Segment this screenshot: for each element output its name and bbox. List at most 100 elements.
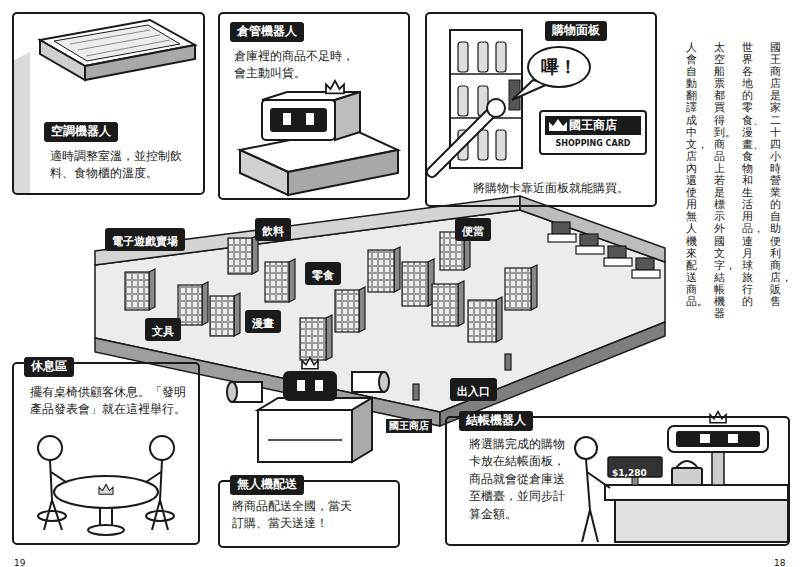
store-shelf-drawing [335, 290, 359, 332]
delivery-robot-drawing [268, 439, 342, 441]
panel-heading: 無人機配送 [230, 475, 304, 495]
label-holder: $1,280 [612, 461, 647, 480]
area-name: 電子遊戲賣場 [112, 235, 178, 249]
panel-heading: 購物面板 [545, 21, 607, 41]
text-holder: 無人機配送 [230, 473, 304, 495]
callout-panel: 無人機配送將商品配送全國，當天訂購、當天送達！ [218, 480, 400, 548]
area-name: 飲料 [262, 225, 284, 239]
delivery-robot-drawing [297, 380, 305, 391]
store-shelf-drawing [505, 354, 511, 370]
rest-area-drawing [38, 436, 62, 460]
warehouse-robot-drawing [240, 81, 398, 195]
card-subtitle: SHOPPING CARD [545, 139, 641, 149]
panel-text: 適時調整室溫，並控制飲料、食物櫃的溫度。 [50, 148, 192, 183]
intro-column: 太空船票都買得到。商品上若是標示外國文字，結帳機器 [714, 42, 725, 320]
intro-column: 世界各地的零食、漫畫、食物和生活用品，連月球旅行的 [742, 42, 753, 308]
checkout-robot-drawing [676, 431, 760, 447]
air-conditioner-drawing [40, 40, 85, 80]
air-conditioner-drawing [78, 35, 160, 50]
checkout-counter-drawing [548, 222, 660, 278]
shopping-panel-drawing [432, 114, 490, 172]
checkout-robot-drawing [575, 437, 597, 459]
label-holder: 人會自動翻譯成中文，店內還使用無人機來配送商品。 [686, 42, 697, 308]
store-sign: 國王商店 [386, 419, 432, 433]
delivery-robot-drawing [302, 358, 318, 369]
area-tag: 便當 [455, 218, 491, 241]
rest-area-drawing [99, 484, 113, 494]
warehouse-robot-drawing [326, 81, 344, 94]
panel-heading: 休息區 [24, 357, 74, 377]
area-tag: 文具 [145, 318, 181, 341]
warehouse-robot-drawing [306, 113, 314, 125]
store-shelf-drawing [125, 229, 537, 400]
warehouse-robot-drawing [335, 92, 360, 140]
store-shelf-drawing [505, 268, 531, 310]
checkout-counter-drawing [636, 258, 654, 270]
crown-symbol [548, 117, 568, 133]
label-holder: 19 [14, 551, 25, 567]
rest-area-drawing [54, 476, 158, 508]
checkout-robot-drawing [676, 461, 698, 468]
air-conditioner-drawing [85, 45, 195, 80]
checkout-robot-drawing [582, 459, 610, 542]
store-shelf-drawing [178, 285, 202, 325]
store-floor-drawing [95, 210, 665, 412]
store-shelf-drawing [125, 272, 149, 310]
area-name: 零食 [312, 269, 334, 283]
shopping-card: 國王商店SHOPPING CARD [539, 110, 647, 155]
checkout-counter-drawing [548, 234, 576, 242]
shopping-panel-drawing [458, 86, 468, 116]
checkout-counter-drawing [604, 258, 632, 266]
checkout-robot-drawing [728, 434, 738, 443]
checkout-robot-drawing [700, 434, 710, 443]
intro-column: 國王商店是家二十四小時營業的自助便利商店，販售 [770, 42, 781, 308]
area-name: 便當 [462, 225, 484, 239]
checkout-robot-drawing [575, 412, 788, 542]
area-tag: 漫畫 [245, 310, 281, 333]
rest-area-drawing [38, 436, 174, 535]
area-tag: 飲料 [255, 218, 291, 241]
store-shelf-drawing [234, 293, 240, 336]
price-display: $1,280 [612, 468, 647, 479]
checkout-robot-drawing [632, 477, 638, 485]
panel-text: 將選購完成的購物卡放在結帳面板，商品就會從倉庫送至櫃臺，並同步計算金額。 [469, 436, 569, 523]
shopping-panel-drawing [432, 114, 490, 172]
text-holder: 適時調整室溫，並控制飲料、食物櫃的溫度。 [50, 148, 192, 183]
panel-text: 將購物卡靠近面板就能購買。 [473, 180, 651, 197]
callout-panel: 倉管機器人倉庫裡的商品不足時，會主動叫貨。 [218, 12, 410, 200]
callout-panel: 空調機器人適時調整室溫，並控制飲料、食物櫃的溫度。 [12, 12, 205, 195]
delivery-robot-drawing [315, 380, 323, 391]
store-shelf-drawing [289, 259, 295, 302]
text-holder: 將選購完成的購物卡放在結帳面板，商品就會從倉庫送至櫃臺，並同步計算金額。 [469, 436, 569, 523]
callout-panel: 購物面板將購物卡靠近面板就能購買。嗶！ 國王商店SHOPPING CARD [425, 12, 657, 207]
crown-symbol [549, 119, 567, 131]
warehouse-robot-drawing [288, 150, 398, 195]
store-shelf-drawing [202, 282, 208, 325]
store-shelf-drawing [300, 318, 326, 360]
area-name: 文具 [152, 325, 174, 339]
sound-effect: 嗶！ [541, 57, 577, 77]
rest-area-drawing [88, 525, 124, 535]
text-holder: 將商品配送全國，當天訂購、當天送達！ [232, 498, 356, 533]
checkout-counter-drawing [632, 270, 660, 278]
label-holder: 18 [774, 551, 785, 567]
page-number: 18 [774, 558, 785, 567]
area-tag: 出入口 [450, 378, 497, 401]
label-holder: 世界各地的零食、漫畫、食物和生活用品，連月球旅行的 [742, 42, 753, 308]
delivery-robot-drawing [379, 372, 389, 392]
text-holder: 空調機器人 [44, 120, 118, 142]
store-shelf-drawing [394, 247, 400, 292]
store-shelf-drawing [228, 238, 252, 274]
delivery-robot-drawing [227, 358, 389, 462]
text-holder: 將購物卡靠近面板就能購買。 [473, 180, 651, 197]
checkout-counter-drawing [552, 222, 570, 234]
delivery-robot-drawing [227, 382, 237, 402]
shopping-panel-drawing [496, 130, 506, 160]
delivery-robot-drawing [352, 398, 372, 462]
panel-text: 倉庫裡的商品不足時，會主動叫貨。 [234, 48, 358, 83]
store-shelf-drawing [496, 297, 502, 342]
rest-area-drawing [150, 436, 174, 460]
text-holder: 倉庫裡的商品不足時，會主動叫貨。 [234, 48, 358, 83]
